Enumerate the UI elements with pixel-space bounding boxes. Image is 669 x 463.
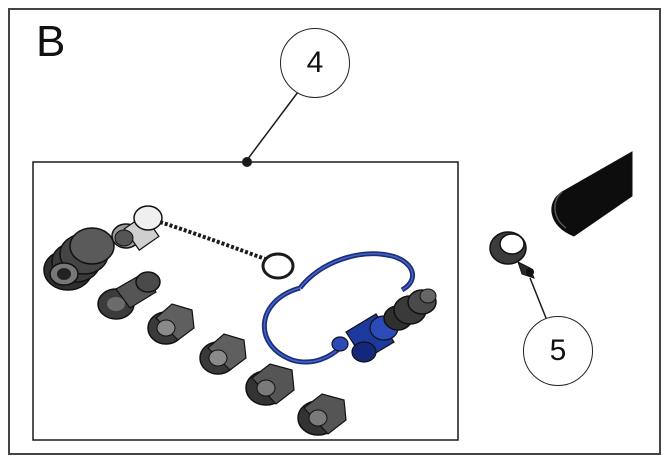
callout-4: 4	[280, 28, 350, 98]
hex-fitting-4	[297, 393, 347, 436]
threaded-fitting	[97, 271, 161, 320]
kit-box	[32, 161, 459, 441]
hex-fitting-2	[199, 333, 247, 375]
quick-coupler	[331, 288, 437, 363]
callout-5: 5	[523, 316, 593, 386]
leader-line-4	[246, 91, 299, 161]
cap-chain	[159, 220, 269, 262]
plug-cap	[111, 205, 163, 251]
hose-clamp	[489, 231, 535, 279]
ridged-fitting	[43, 227, 115, 291]
hose-segment	[551, 151, 633, 237]
panel-letter: B	[36, 17, 66, 66]
leader-line-5	[529, 277, 547, 319]
hex-fitting-1	[147, 303, 195, 345]
hex-fitting-3	[245, 363, 295, 406]
small-ring	[261, 252, 295, 280]
